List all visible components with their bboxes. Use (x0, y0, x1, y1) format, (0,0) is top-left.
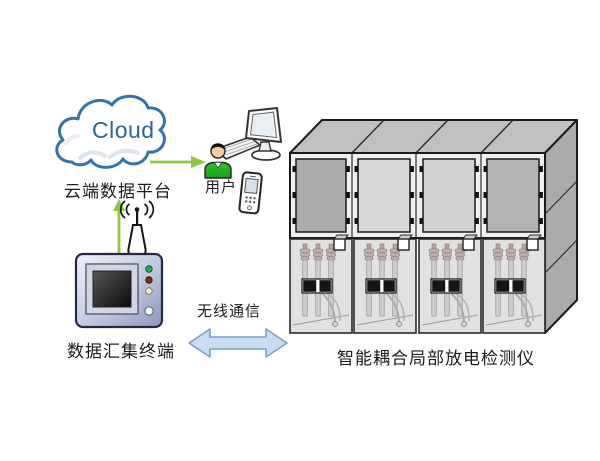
terminal-label: 数据汇集终端 (67, 342, 175, 361)
data-terminal-icon (74, 252, 164, 329)
user-person-icon (204, 143, 232, 179)
led-red (145, 276, 153, 284)
monitor-icon (245, 107, 282, 161)
double-arrow-icon (188, 328, 288, 358)
cloud-wordmark: Cloud (92, 117, 155, 143)
cabinet-door-3 (422, 158, 476, 233)
antenna-icon (119, 200, 155, 257)
terminal-button (144, 306, 154, 316)
switchgear-cabinet-icon (289, 119, 578, 334)
detector-label: 智能耦合局部放电检测仪 (337, 349, 535, 368)
led-yellow (145, 287, 153, 295)
cabinet-door-2 (357, 158, 411, 233)
right-arrow-icon (150, 156, 206, 168)
user-label: 用户 (205, 179, 238, 196)
cabinet-door-4 (486, 158, 540, 233)
led-green (145, 265, 153, 273)
wireless-signal-icon (119, 200, 155, 219)
terminal-screen (92, 270, 132, 308)
handheld-device-icon (238, 171, 263, 215)
cloud-platform-label: 云端数据平台 (64, 182, 172, 201)
cabinet-door-1 (295, 158, 347, 233)
wireless-label: 无线通信 (197, 303, 262, 320)
cloud-icon: Cloud (55, 94, 166, 169)
up-arrow-icon (113, 199, 125, 253)
